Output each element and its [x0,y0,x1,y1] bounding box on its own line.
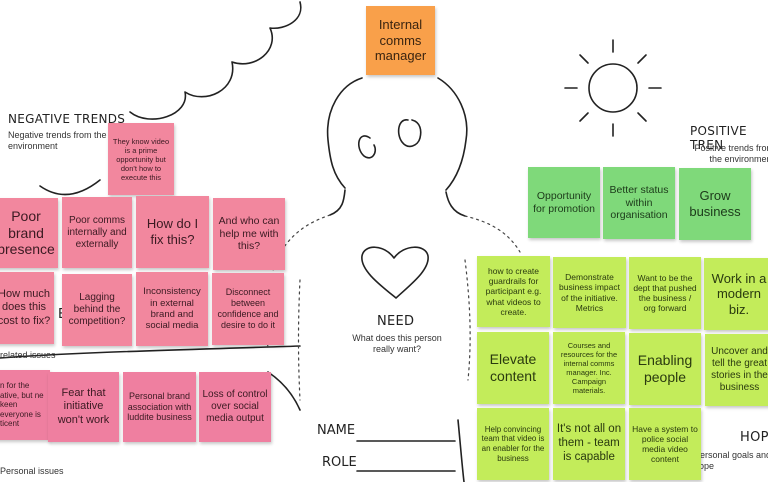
name-label: NAME [317,423,356,438]
sticky-note-negative[interactable]: How much does this cost to fix? [0,272,54,344]
cloud-outline-lower [39,179,101,196]
person-ear-left [357,135,377,159]
sticky-note-hope[interactable]: Uncover and tell the great stories in th… [705,334,768,406]
sticky-note-personal[interactable]: Loss of control over social media output [199,372,271,442]
sticky-note-need[interactable]: Courses and resources for the internal c… [553,332,625,404]
hopes-sub: Personal goals and hope [694,450,768,472]
need-question: What does this person really want? [352,333,442,355]
sticky-note-positive[interactable]: Better status within organisation [603,167,675,239]
person-torso-right [457,419,465,482]
arm-inner-left [297,279,301,401]
sticky-note-personal[interactable]: n for the ative, but ne keen everyone is… [0,370,50,440]
person-arm-left [267,371,301,411]
negative-trends-heading: NEGATIVE TRENDS [8,112,126,126]
sticky-note-negative[interactable]: Inconsistency in external brand and soci… [136,272,208,346]
sticky-note-need[interactable]: Have a system to police social media vid… [629,408,701,480]
negative-trends-sub: Negative trends from the environment [8,130,107,152]
left-divider [0,345,301,359]
sticky-note-negative[interactable]: How do I fix this? [136,196,209,268]
sticky-note-need[interactable]: Enabling people [629,333,701,405]
sticky-note-need[interactable]: It's not all on them - team is capable [553,408,625,480]
body-outline-right [464,215,521,253]
arm-inner-right [464,259,471,381]
hopes-heading: HOPE [740,430,768,445]
sticky-note-need[interactable]: Help convincing team that video is an en… [477,408,549,480]
sun-circle [588,63,638,113]
cloud-outline [129,1,302,120]
sticky-note-personal[interactable]: Fear that initiative won't work [48,372,119,442]
positive-trends-sub: Positive trends from the environment [694,143,768,165]
heart-icon [361,246,429,299]
related-issues-label: related issues [0,350,56,360]
persona-title-note[interactable]: Internal comms manager [366,6,435,75]
sticky-note-positive[interactable]: Grow business [679,168,751,240]
role-label: ROLE [322,455,357,470]
person-ear-right [397,119,422,148]
sticky-note-positive[interactable]: Opportunity for promotion [528,167,600,238]
sticky-note-need[interactable]: Want to be the dept that pushed the busi… [629,257,701,329]
sticky-note-negative[interactable]: Disconnect between confidence and desire… [212,273,284,345]
sticky-note-negative[interactable]: Poor brand presence [0,198,58,268]
sticky-note-need[interactable]: how to create guardrails for participant… [477,256,550,327]
sticky-note-negative[interactable]: Poor comms internally and externally [62,197,132,268]
sticky-note-need[interactable]: Demonstrate business impact of the initi… [553,257,626,328]
personal-issues-label: Personal issues [0,466,64,476]
sticky-note-negative[interactable]: And who can help me with this? [213,198,285,270]
sticky-note-negative[interactable]: Lagging behind the competition? [62,274,132,346]
sticky-note-negative[interactable]: They know video is a prime opportunity b… [108,123,174,195]
person-head [326,77,468,191]
positive-trends-heading: POSITIVE TREN [690,124,747,152]
sticky-note-personal[interactable]: Personal brand association with luddite … [123,372,196,442]
need-heading: NEED [377,314,415,329]
sticky-note-need[interactable]: Elevate content [477,332,549,404]
person-neck [329,189,466,217]
sticky-note-hope[interactable]: Work in a modern biz. [704,258,768,330]
